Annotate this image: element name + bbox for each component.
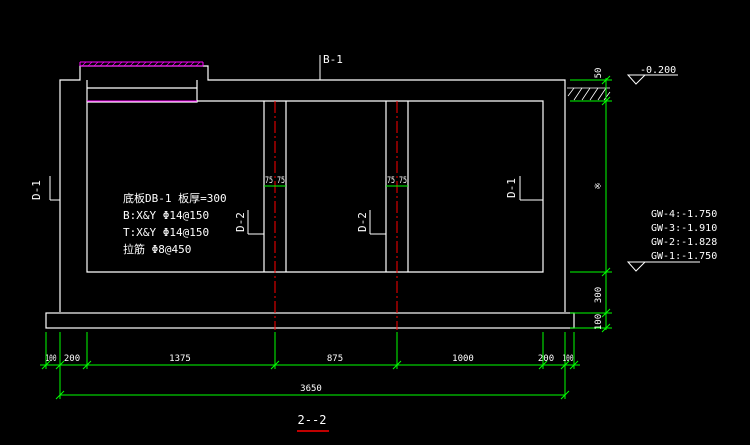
dim-seg-7: 100 bbox=[563, 354, 574, 364]
section-mark-d2-right: D-2 bbox=[356, 212, 369, 232]
right-dim-middle: ※ bbox=[594, 182, 604, 190]
dim-seg-6: 200 bbox=[538, 354, 554, 364]
dim-seg-4: 875 bbox=[327, 354, 343, 364]
dim-seg-2: 200 bbox=[64, 354, 80, 364]
outer-wall-outline bbox=[59, 65, 566, 312]
base-slab bbox=[45, 312, 575, 329]
water-level-1: GW-1:-1.750 bbox=[651, 251, 717, 262]
axis-lines bbox=[274, 101, 398, 330]
wall-dim-2: 75 75 bbox=[387, 176, 407, 186]
dim-seg-3: 1375 bbox=[169, 354, 191, 364]
right-dim-texts: 50 ※ 300 100 bbox=[594, 68, 604, 331]
section-title: 2--2 bbox=[298, 413, 327, 427]
dim-total: 3650 bbox=[300, 384, 322, 394]
ground-hatch bbox=[567, 87, 611, 101]
dim-seg-1: 100 bbox=[46, 354, 57, 364]
right-dimension-line bbox=[570, 75, 612, 333]
level-marker-water bbox=[626, 261, 700, 272]
note-line-3: T:X&Y Φ14@150 bbox=[123, 226, 209, 239]
dim-seg-5: 1000 bbox=[452, 354, 474, 364]
water-level-4: GW-4:-1.750 bbox=[651, 209, 717, 220]
section-mark-b1: B-1 bbox=[323, 53, 343, 66]
water-level-2: GW-2:-1.828 bbox=[651, 237, 717, 248]
section-mark-d1-right: D-1 bbox=[505, 178, 518, 198]
bottom-dim-texts: 100 200 1375 875 1000 200 100 3650 bbox=[46, 354, 574, 394]
right-dim-top: 50 bbox=[594, 68, 604, 79]
note-line-4: 拉筋 Φ8@450 bbox=[123, 242, 191, 256]
bottom-dimension-lines bbox=[40, 332, 580, 400]
level-marker-top bbox=[626, 74, 678, 85]
wall-dim-1: 75 75 bbox=[265, 176, 285, 186]
water-level-3: GW-3:-1.910 bbox=[651, 223, 717, 234]
note-line-1: 底板DB-1 板厚=300 bbox=[123, 191, 227, 205]
slab-note: 底板DB-1 板厚=300 B:X&Y Φ14@150 T:X&Y Φ14@15… bbox=[123, 191, 227, 256]
water-levels: GW-4:-1.750 GW-3:-1.910 GW-2:-1.828 GW-1… bbox=[651, 209, 717, 262]
level-top-text: -0.200 bbox=[640, 65, 676, 76]
right-dim-base: 100 bbox=[594, 314, 604, 330]
section-mark-d1-left: D-1 bbox=[30, 180, 43, 200]
right-dim-slab: 300 bbox=[594, 287, 604, 303]
cover-hatch bbox=[79, 61, 204, 102]
note-line-2: B:X&Y Φ14@150 bbox=[123, 209, 209, 222]
section-mark-d2-left: D-2 bbox=[234, 212, 247, 232]
section-marks bbox=[49, 55, 543, 235]
